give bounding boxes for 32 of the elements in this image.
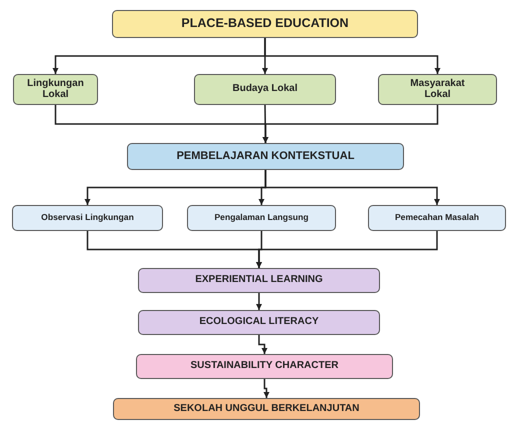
box-label: Budaya Lokal bbox=[232, 84, 298, 95]
box-label: SUSTAINABILITY CHARACTER bbox=[190, 361, 338, 372]
process-box bbox=[138, 310, 380, 335]
arrow bbox=[256, 231, 438, 268]
process-box bbox=[194, 74, 336, 105]
arrow bbox=[264, 379, 270, 398]
box-label: PEMBELAJARAN KONTEKSTUAL bbox=[176, 150, 354, 162]
process-box bbox=[13, 74, 98, 105]
process-box bbox=[12, 205, 163, 231]
box-label: Pemecahan Masalah bbox=[394, 213, 480, 222]
process-box bbox=[368, 205, 506, 231]
process-box bbox=[136, 354, 393, 379]
arrow bbox=[264, 170, 440, 205]
box-label: SEKOLAH UNGGUL BERKELANJUTAN bbox=[174, 404, 360, 414]
arrow bbox=[262, 105, 438, 143]
box-label: EXPERIENTIAL LEARNING bbox=[195, 275, 323, 286]
box-label: ECOLOGICAL LITERACY bbox=[199, 317, 319, 328]
box-label: Observasi Lingkungan bbox=[41, 213, 134, 222]
arrow bbox=[256, 293, 262, 310]
process-box bbox=[127, 143, 404, 170]
process-box bbox=[113, 398, 420, 420]
process-box bbox=[112, 10, 418, 38]
box-label: Pengalaman Langsung bbox=[214, 213, 309, 222]
process-box bbox=[138, 268, 380, 293]
box-label: Masyarakat Lokal bbox=[409, 79, 466, 100]
box-label: Lingkungan Lokal bbox=[26, 79, 85, 100]
process-box bbox=[378, 74, 497, 105]
arrow bbox=[258, 335, 268, 354]
process-box bbox=[187, 205, 336, 231]
arrow bbox=[264, 38, 440, 74]
box-label: PLACE-BASED EDUCATION bbox=[181, 17, 349, 31]
arrow bbox=[262, 104, 268, 144]
